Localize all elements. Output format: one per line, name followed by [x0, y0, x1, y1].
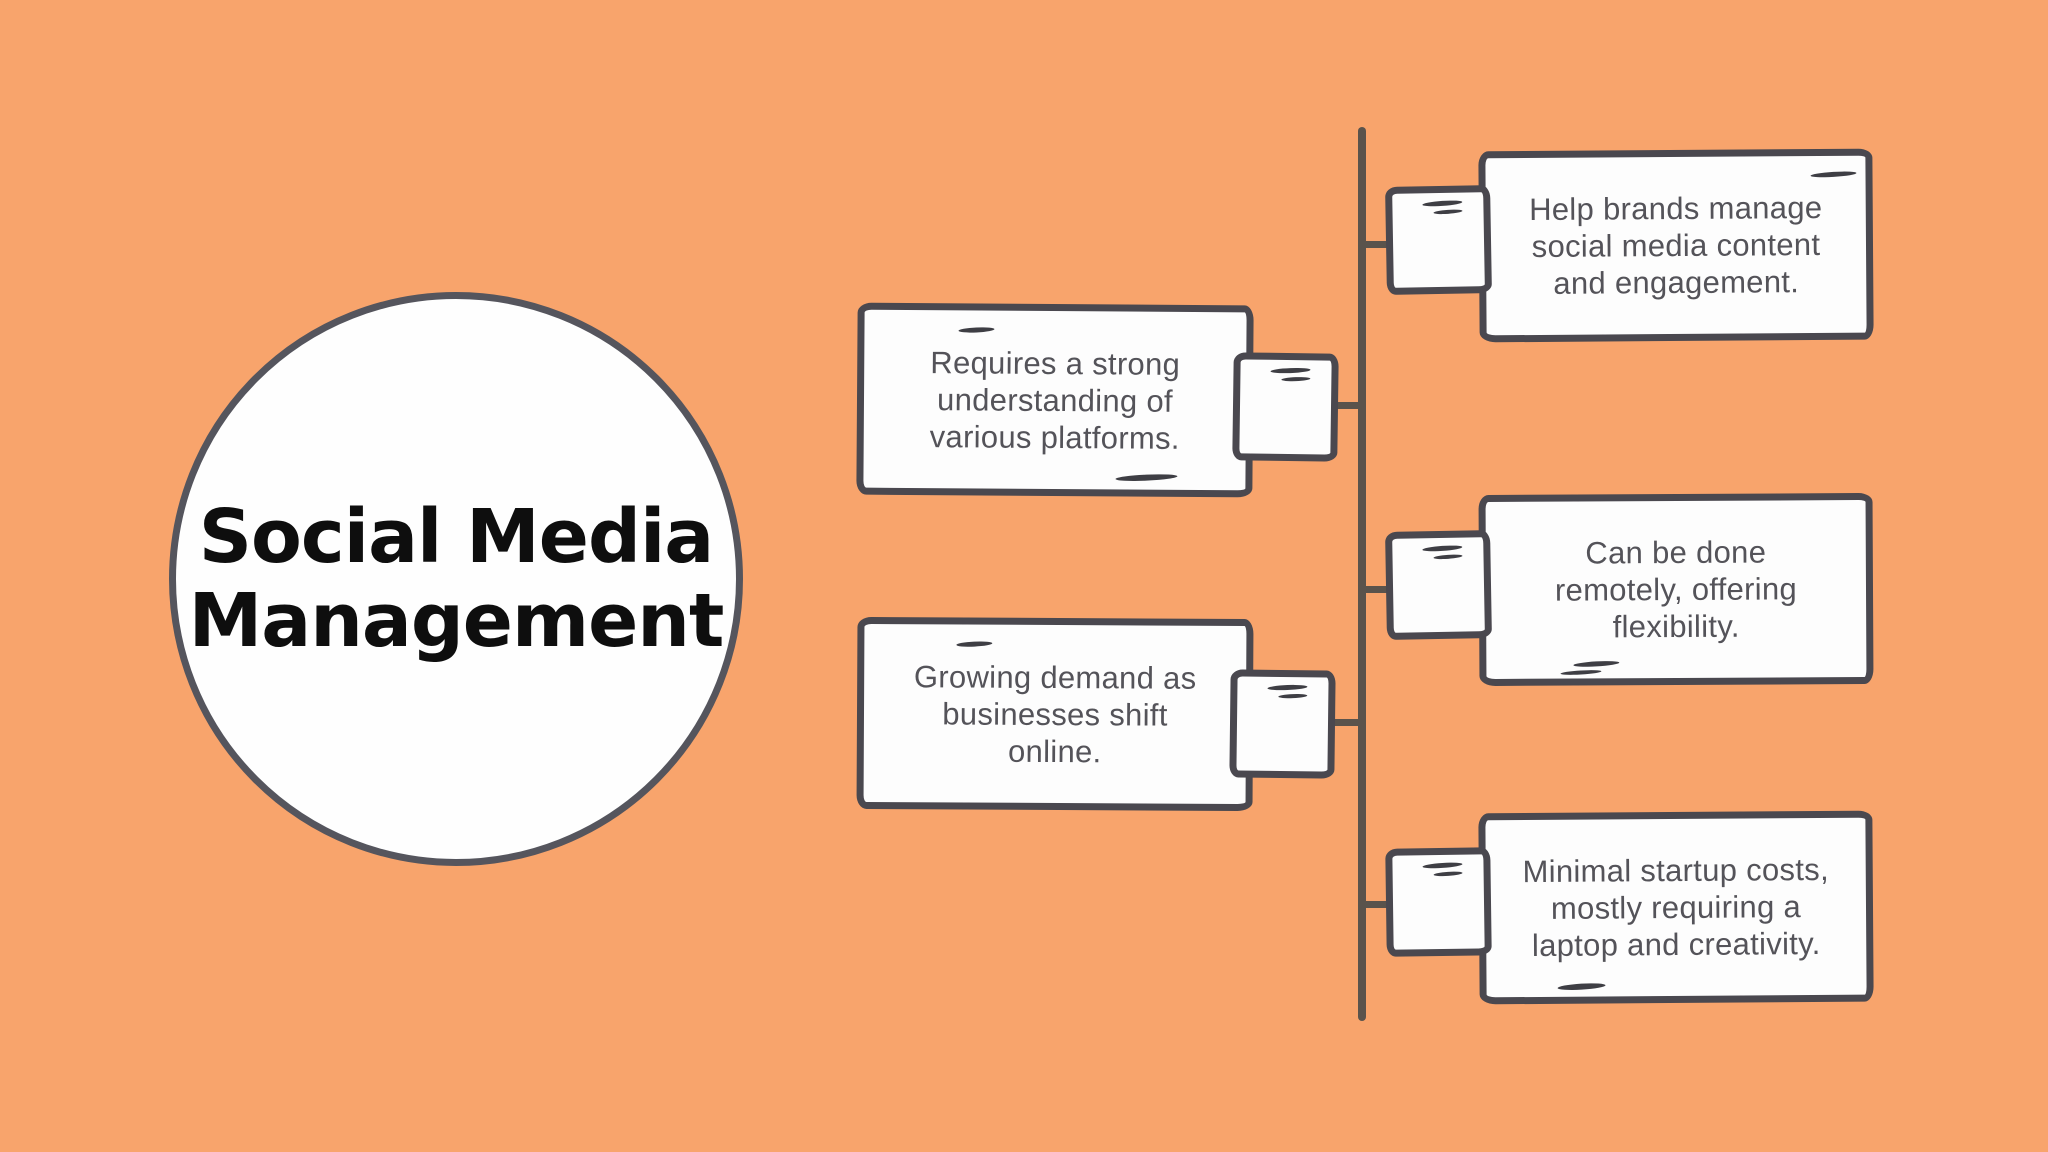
branch-box-platform-understanding: Requires a strong understanding of vario…: [856, 302, 1254, 498]
connector-node-2: [1232, 352, 1339, 462]
sketch-dash: [956, 640, 993, 648]
branch-box-minimal-costs: Minimal startup costs, mostly requiring …: [1478, 810, 1874, 1005]
connector-stub-1: [1362, 241, 1392, 248]
sketch-dash: [1422, 861, 1463, 870]
connector-stub-4: [1329, 719, 1364, 726]
branch-text: Requires a strong understanding of vario…: [929, 344, 1181, 456]
connector-node-4: [1229, 669, 1336, 779]
sketch-dash: [1270, 367, 1311, 374]
central-topic-title: Social Media Management: [188, 494, 725, 664]
sketch-dash: [1560, 669, 1602, 676]
branch-box-remote-flexibility: Can be done remotely, offering flexibili…: [1478, 492, 1874, 687]
sketch-dash: [1810, 170, 1857, 179]
sketch-dash: [1115, 473, 1178, 483]
sketch-dash: [1433, 208, 1463, 215]
sketch-dash: [1281, 376, 1311, 382]
sketch-dash: [1267, 684, 1308, 691]
branch-text: Minimal startup costs, mostly requiring …: [1522, 851, 1830, 964]
sketch-dash: [1433, 870, 1463, 877]
branch-box-help-brands: Help brands manage social media content …: [1478, 148, 1874, 343]
connector-stub-3: [1362, 586, 1390, 593]
sketch-dash: [1557, 982, 1606, 992]
connector-node-3: [1385, 530, 1492, 640]
sketch-dash: [1278, 693, 1308, 699]
connector-node-5: [1385, 847, 1492, 957]
sketch-dash: [1573, 660, 1620, 668]
sketch-dash: [1422, 544, 1463, 553]
connector-stub-2: [1332, 402, 1364, 409]
branch-text: Growing demand as businesses shift onlin…: [913, 658, 1197, 769]
sketch-dash: [958, 326, 995, 334]
branch-text: Help brands manage social media content …: [1529, 189, 1823, 301]
connector-stub-5: [1362, 901, 1390, 908]
sketch-dash: [1433, 553, 1463, 560]
branch-text: Can be done remotely, offering flexibili…: [1554, 534, 1798, 645]
branch-box-growing-demand: Growing demand as businesses shift onlin…: [856, 616, 1254, 812]
timeline-spine: [1358, 127, 1366, 1021]
connector-node-1: [1385, 185, 1492, 295]
sketch-dash: [1422, 199, 1463, 208]
central-topic-circle: Social Media Management: [169, 292, 743, 866]
